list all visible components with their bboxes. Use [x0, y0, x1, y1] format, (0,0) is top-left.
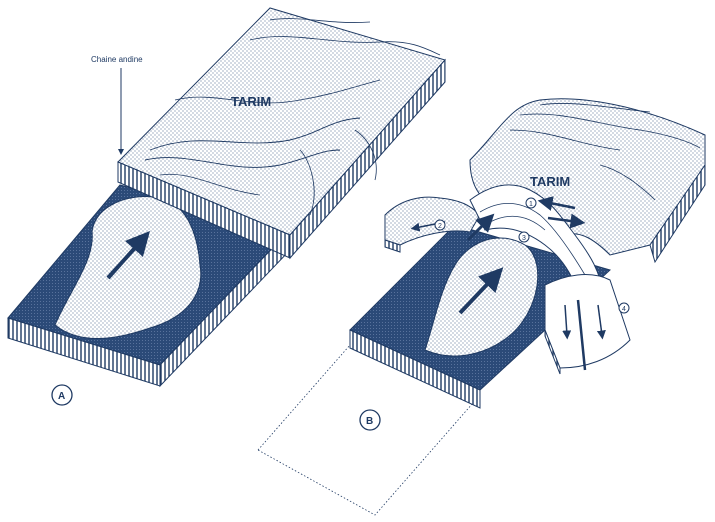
tarim-label-a: TARIM	[231, 94, 271, 109]
zone-1-label: 1	[529, 201, 533, 208]
zone-4-label: 4	[622, 306, 626, 313]
tarim-label-b: TARIM	[530, 174, 570, 189]
zone-2-label: 2	[438, 223, 442, 230]
andes-chain-label: Chaine andine	[91, 55, 143, 64]
panel-a-label: A	[58, 391, 65, 402]
panel-b-label: B	[366, 416, 373, 427]
zone-3-label: 3	[522, 235, 526, 242]
